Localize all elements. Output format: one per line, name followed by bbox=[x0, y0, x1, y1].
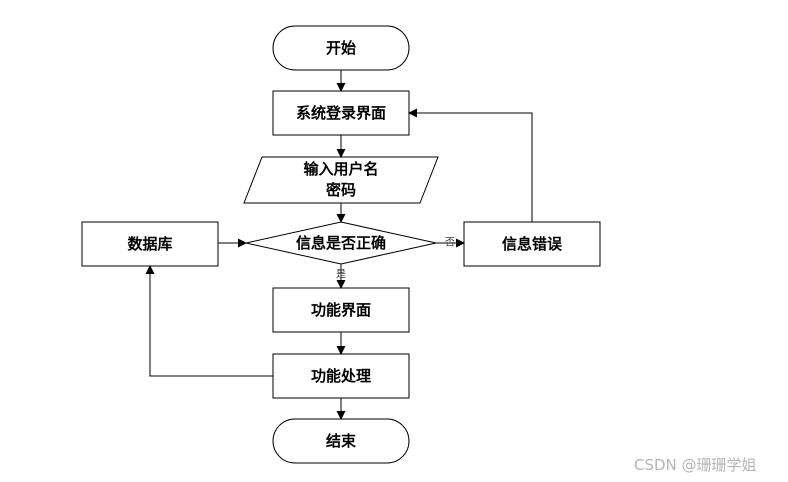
edge-process-to-database bbox=[145, 265, 273, 377]
function-page-label: 功能界面 bbox=[311, 301, 371, 319]
database-label: 数据库 bbox=[127, 235, 172, 253]
check-label: 信息是否正确 bbox=[296, 234, 386, 252]
start-node: 开始 bbox=[272, 25, 410, 71]
edge-error-to-login bbox=[408, 108, 533, 222]
function-process-node: 功能处理 bbox=[272, 353, 410, 399]
input-label-line2: 密码 bbox=[326, 181, 356, 199]
function-page-node: 功能界面 bbox=[272, 287, 410, 333]
check-decision-node: 信息是否正确 bbox=[245, 221, 437, 265]
watermark: CSDN @珊珊学姐 bbox=[634, 456, 757, 474]
start-label: 开始 bbox=[326, 39, 356, 57]
input-credentials-node: 输入用户名 密码 bbox=[243, 156, 439, 204]
database-node: 数据库 bbox=[81, 221, 219, 267]
end-node: 结束 bbox=[272, 418, 410, 464]
edge-label-yes: 是 bbox=[336, 269, 346, 281]
login-page-node: 系统登录界面 bbox=[272, 90, 410, 136]
input-label-line1: 输入用户名 bbox=[303, 160, 378, 178]
edge-label-no: 否 bbox=[445, 237, 455, 249]
error-label: 信息错误 bbox=[502, 235, 563, 253]
login-page-label: 系统登录界面 bbox=[296, 104, 386, 122]
function-process-label: 功能处理 bbox=[311, 367, 371, 385]
error-node: 信息错误 bbox=[463, 221, 601, 267]
end-label: 结束 bbox=[326, 432, 357, 450]
